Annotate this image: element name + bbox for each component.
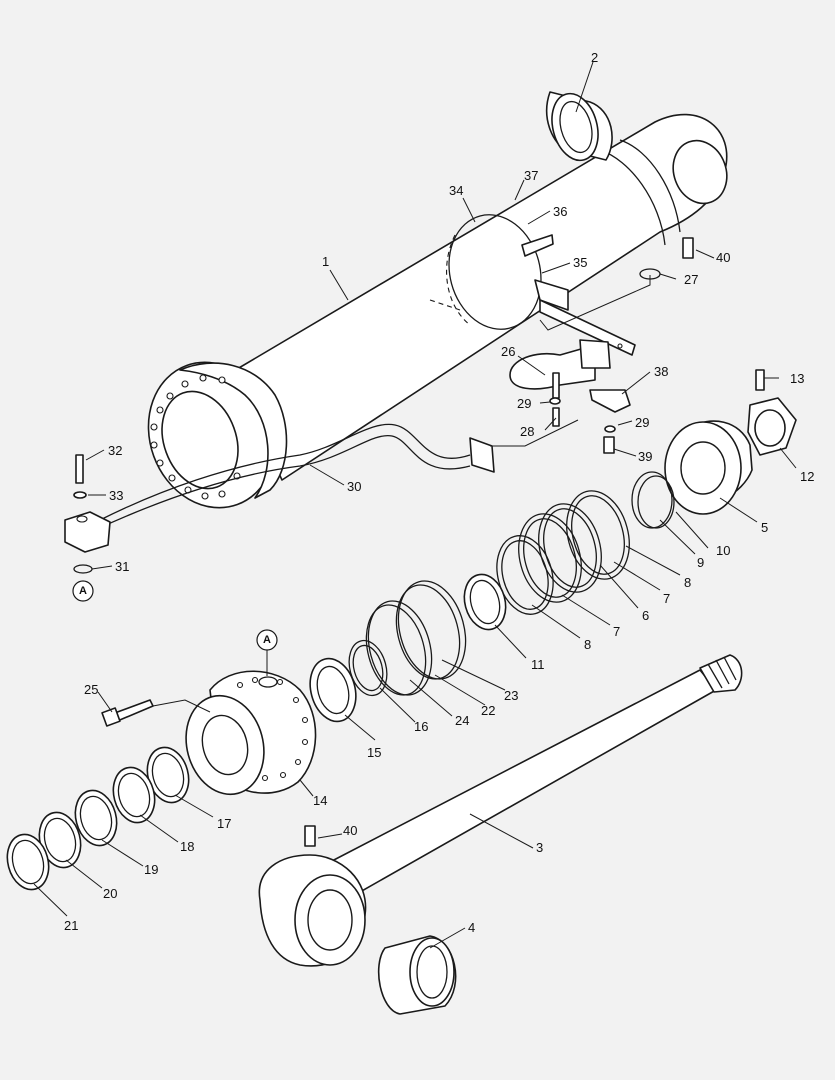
- callout-3: 3: [536, 840, 543, 855]
- callout-12: 12: [800, 469, 814, 484]
- callout-36: 36: [553, 204, 567, 219]
- callout-29-left: 29: [517, 396, 531, 411]
- bushing-2: [545, 91, 613, 162]
- callout-21: 21: [64, 918, 78, 933]
- callout-28: 28: [520, 424, 534, 439]
- valve-assembly: [509, 339, 631, 454]
- callout-33: 33: [109, 488, 123, 503]
- callout-23: 23: [504, 688, 518, 703]
- callout-16: 16: [414, 719, 428, 734]
- reference-mark-text: A: [79, 585, 87, 597]
- callout-40-upper: 40: [716, 250, 730, 265]
- callout-22: 22: [481, 703, 495, 718]
- piston: [664, 420, 753, 515]
- callout-labels: 1 2 3 4 5 6 7 7 8 8 9 10 11 12 13 14 15 …: [64, 50, 814, 935]
- callout-20: 20: [103, 886, 117, 901]
- callout-14: 14: [313, 793, 327, 808]
- callout-38: 38: [654, 364, 668, 379]
- reference-mark-a-lower: A: [256, 629, 278, 651]
- seal-rings: [309, 471, 675, 723]
- callout-18: 18: [180, 839, 194, 854]
- callout-24: 24: [455, 713, 469, 728]
- callout-2: 2: [591, 50, 598, 65]
- callout-7-lower: 7: [613, 624, 620, 639]
- reference-mark-a-upper: A: [72, 580, 94, 602]
- callout-9: 9: [697, 555, 704, 570]
- callout-15: 15: [367, 745, 381, 760]
- pipe-clamp-band: [429, 214, 554, 330]
- callout-39: 39: [638, 449, 652, 464]
- callout-5: 5: [761, 520, 768, 535]
- cylinder-tube: [147, 113, 728, 509]
- callout-30: 30: [347, 479, 361, 494]
- callout-35: 35: [573, 255, 587, 270]
- callout-7-upper: 7: [663, 591, 670, 606]
- piston-rod: [258, 654, 743, 967]
- callout-11: 11: [531, 657, 545, 672]
- wiper-rings: [6, 746, 190, 891]
- mounting-bracket: [534, 279, 636, 356]
- callout-32: 32: [108, 443, 122, 458]
- callout-37: 37: [524, 168, 538, 183]
- callout-31: 31: [115, 559, 129, 574]
- callout-34: 34: [449, 183, 463, 198]
- callout-25: 25: [84, 682, 98, 697]
- pipe-line: [94, 423, 495, 531]
- reference-mark-text: A: [263, 634, 271, 646]
- bushing-4: [377, 935, 457, 1015]
- callout-13: 13: [790, 371, 804, 386]
- callout-8-upper: 8: [684, 575, 691, 590]
- callout-26: 26: [501, 344, 515, 359]
- callout-4: 4: [468, 920, 475, 935]
- callout-29-right: 29: [635, 415, 649, 430]
- callout-40-lower: 40: [343, 823, 357, 838]
- callout-10: 10: [716, 543, 730, 558]
- callout-1: 1: [322, 254, 329, 269]
- cylinder-head: [101, 670, 317, 796]
- callout-17: 17: [217, 816, 231, 831]
- callout-27: 27: [684, 272, 698, 287]
- leader-lines: [33, 61, 797, 949]
- callout-6: 6: [642, 608, 649, 623]
- port-block: [64, 454, 111, 574]
- flange-bolt-holes: [150, 374, 241, 500]
- callout-19: 19: [144, 862, 158, 877]
- piston-nut: [747, 369, 797, 456]
- callout-8-lower: 8: [584, 637, 591, 652]
